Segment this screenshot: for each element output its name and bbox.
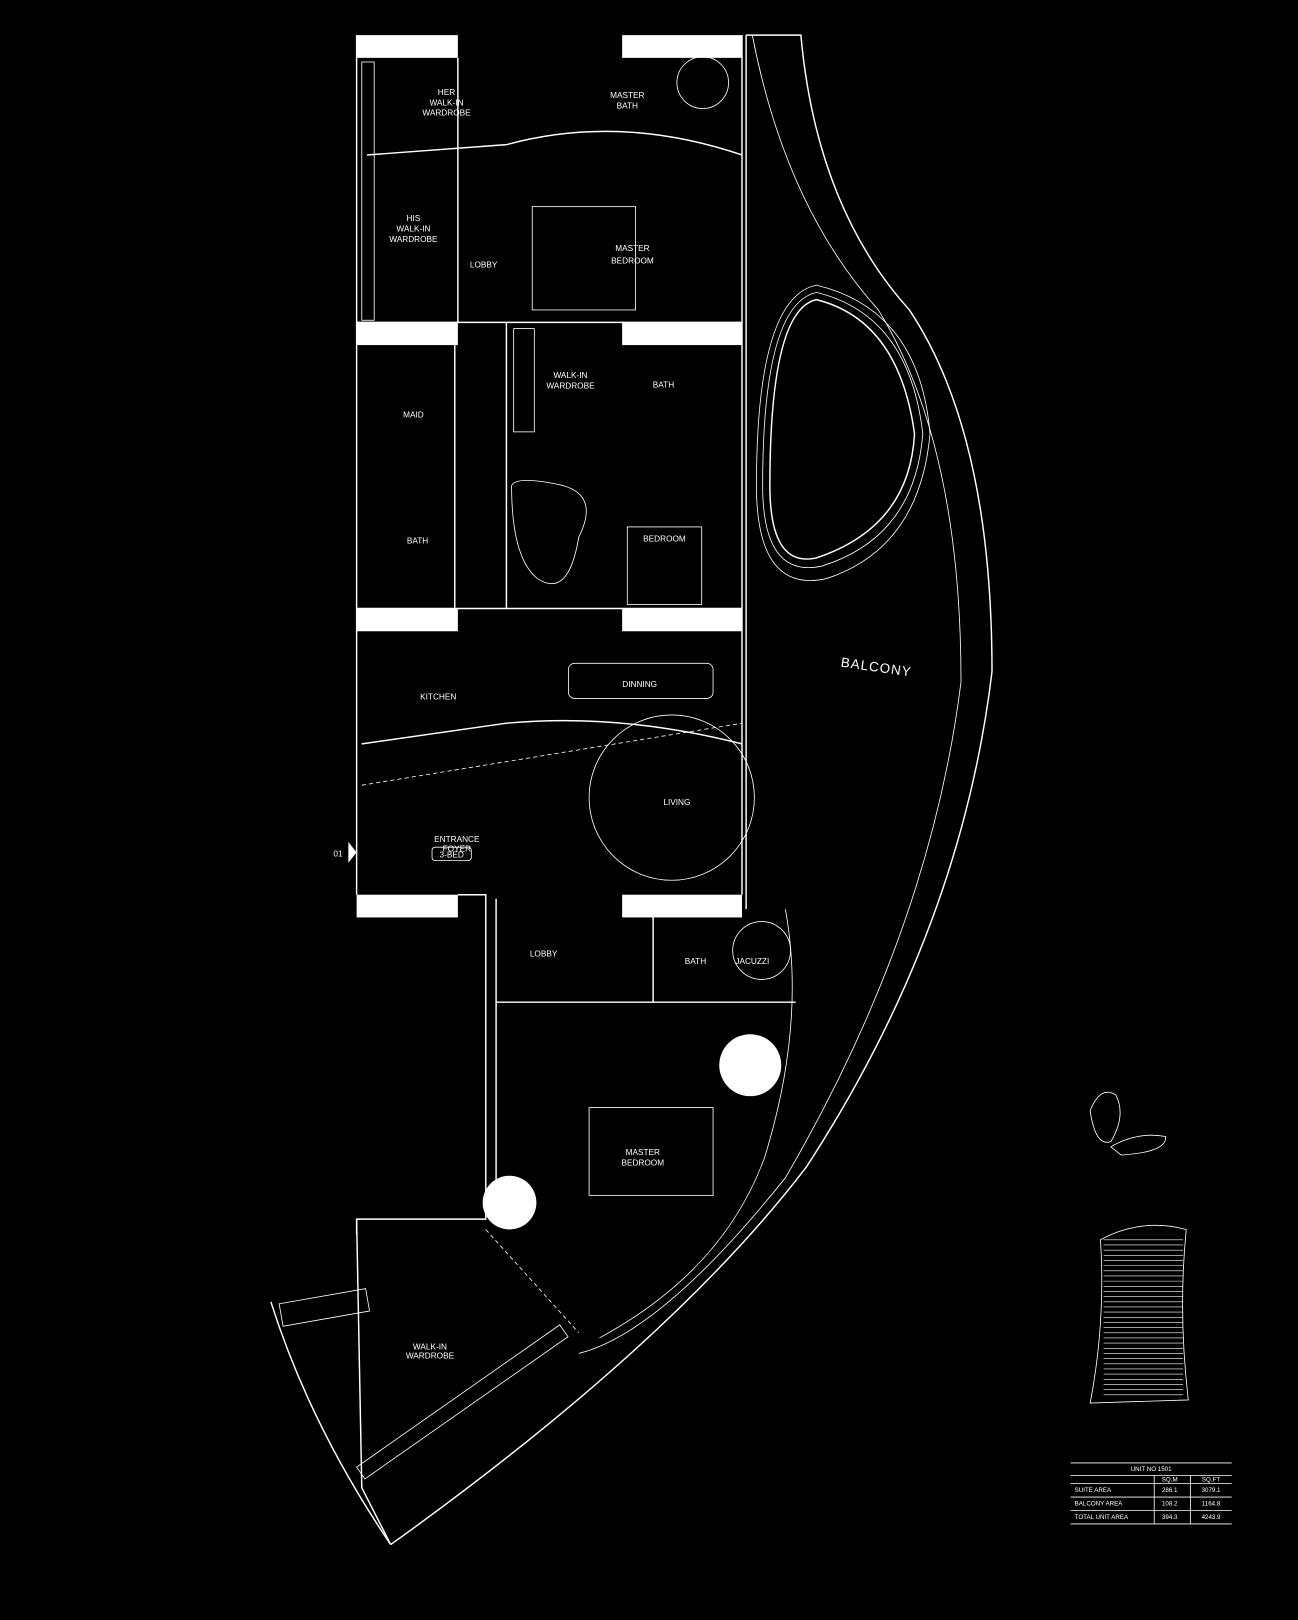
svg-text:01: 01	[333, 849, 343, 858]
svg-text:LIVING: LIVING	[663, 798, 690, 807]
svg-text:LOBBY: LOBBY	[530, 950, 558, 959]
furniture	[511, 56, 791, 1196]
svg-text:286.1: 286.1	[1162, 1487, 1178, 1494]
svg-text:SUITE AREA: SUITE AREA	[1075, 1487, 1112, 1494]
svg-text:UNIT NO 1501: UNIT NO 1501	[1131, 1466, 1172, 1473]
pool	[756, 284, 931, 581]
svg-text:3079.1: 3079.1	[1202, 1487, 1221, 1494]
svg-text:BATH: BATH	[407, 536, 428, 545]
key-plan	[1089, 1091, 1189, 1404]
svg-text:SQ.M: SQ.M	[1162, 1477, 1178, 1484]
svg-text:KITCHEN: KITCHEN	[420, 692, 456, 701]
svg-text:MAID: MAID	[403, 410, 424, 419]
svg-text:SQ.FT: SQ.FT	[1202, 1477, 1220, 1484]
svg-text:BEDROOM: BEDROOM	[643, 534, 686, 543]
balcony-outline	[390, 34, 993, 1546]
walls	[270, 35, 796, 1545]
svg-text:TOTAL UNIT AREA: TOTAL UNIT AREA	[1075, 1514, 1129, 1521]
svg-text:BALCONY AREA: BALCONY AREA	[1075, 1500, 1124, 1507]
svg-text:4243.9: 4243.9	[1202, 1514, 1221, 1521]
svg-text:1164.8: 1164.8	[1202, 1500, 1221, 1507]
structural-columns	[356, 35, 782, 1230]
svg-text:DINNING: DINNING	[622, 680, 657, 689]
entry-arrow-icon	[348, 842, 357, 863]
svg-text:BATH: BATH	[685, 957, 706, 966]
svg-text:LOBBY: LOBBY	[470, 261, 498, 270]
svg-text:3-BED: 3-BED	[440, 851, 464, 860]
svg-text:108.2: 108.2	[1162, 1500, 1178, 1507]
svg-text:JACUZZI: JACUZZI	[735, 957, 769, 966]
area-table: UNIT NO 1501 SQ.M SQ.FT SUITE AREA 286.1…	[1070, 1462, 1232, 1525]
balcony-label: BALCONY	[840, 655, 913, 680]
svg-text:394.3: 394.3	[1162, 1514, 1178, 1521]
svg-text:BATH: BATH	[653, 380, 674, 389]
